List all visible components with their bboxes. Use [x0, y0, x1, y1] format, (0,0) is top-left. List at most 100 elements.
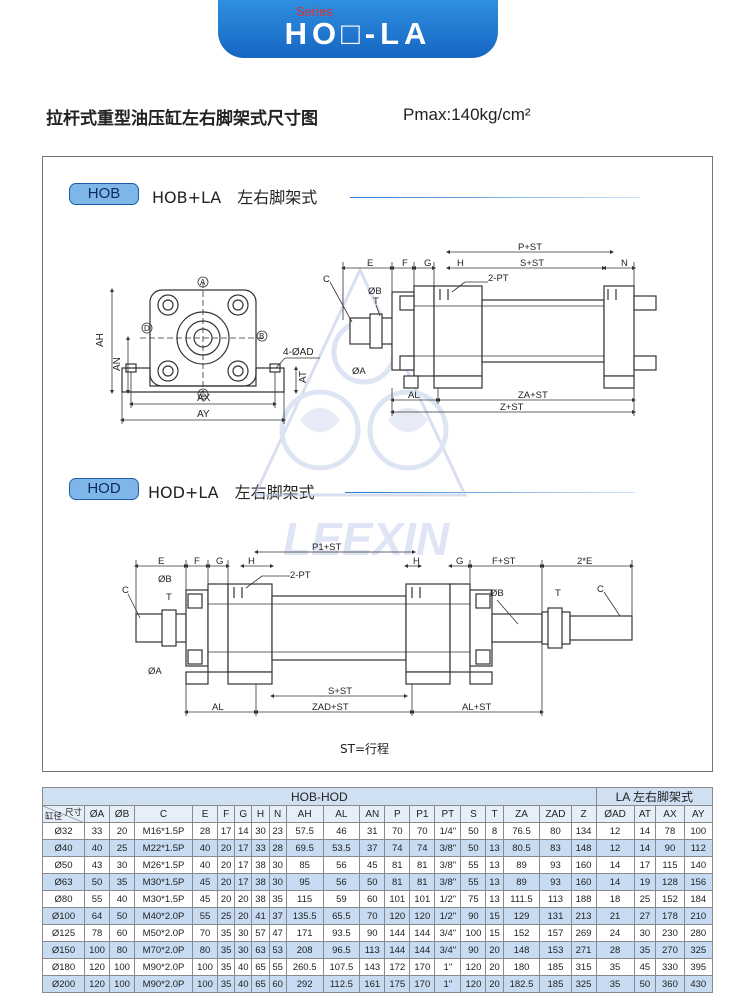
table-cell: 46 [322, 822, 361, 840]
bore-size-cell: Ø180 [42, 958, 85, 976]
column-header: G [234, 805, 253, 823]
table-cell: 38 [251, 856, 270, 874]
svg-text:2-PT: 2-PT [488, 273, 509, 284]
table-cell: 30 [234, 941, 253, 959]
svg-text:B: B [259, 332, 264, 341]
table-cell: 100 [683, 822, 714, 840]
hob-side-dimensions [329, 250, 636, 416]
table-cell: 17 [217, 822, 236, 840]
table-cell: 59 [322, 890, 361, 908]
table-cell: 213 [570, 907, 597, 925]
table-cell: 89 [502, 873, 541, 891]
svg-text:ØA: ØA [352, 366, 366, 377]
hod-section-rule [345, 492, 635, 493]
table-cell: 325 [570, 975, 597, 993]
svg-text:G: G [456, 556, 463, 567]
table-cell: 14 [633, 839, 657, 857]
watermark-text: LEEXIN [283, 513, 450, 565]
table-cell: 171 [285, 924, 324, 942]
table-cell: 40 [234, 975, 253, 993]
bore-size-cell: Ø32 [42, 822, 85, 840]
table-cell: 70 [359, 907, 386, 925]
table-cell: 101 [409, 890, 436, 908]
table-cell: 131 [539, 907, 572, 925]
column-header: E [192, 805, 219, 823]
table-cell: 20 [234, 890, 253, 908]
table-cell: 120 [83, 975, 111, 993]
svg-text:F: F [402, 258, 408, 269]
bore-size-cell: Ø150 [42, 941, 85, 959]
table-cell: 20 [217, 856, 236, 874]
table-cell: 63 [251, 941, 270, 959]
table-cell: 12 [595, 839, 635, 857]
table-cell: 95 [285, 873, 324, 891]
table-cell: 14 [234, 822, 253, 840]
column-header: AT [633, 805, 657, 823]
table-cell: 60 [359, 890, 386, 908]
table-cell: 292 [285, 975, 324, 993]
table-cell: 35 [268, 890, 287, 908]
table-group-header: HOB-HOD LA 左右脚架式 [42, 787, 714, 806]
series-label: Series [296, 4, 333, 19]
table-cell: 76.5 [502, 822, 541, 840]
svg-text:ZA+ST: ZA+ST [518, 390, 548, 401]
table-cell: 28 [268, 839, 287, 857]
table-cell: 80 [539, 822, 572, 840]
table-cell: 81 [384, 873, 411, 891]
diagonal-divider [43, 806, 85, 823]
svg-text:ZAD+ST: ZAD+ST [312, 702, 349, 713]
table-cell: 93.5 [322, 924, 361, 942]
table-cell: 100 [192, 975, 219, 993]
table-cell: 78 [655, 822, 685, 840]
table-cell: 55 [83, 890, 111, 908]
table-cell: 47 [268, 924, 287, 942]
column-header: ØA [83, 805, 111, 823]
table-cell: 111.5 [502, 890, 541, 908]
table-cell: 35 [217, 975, 236, 993]
table-cell: 56 [322, 856, 361, 874]
column-header: P [384, 805, 411, 823]
model-title: HO□-LA [284, 16, 432, 51]
table-cell: 35 [217, 941, 236, 959]
table-cell: 25 [109, 839, 136, 857]
svg-text:P1+ST: P1+ST [312, 542, 342, 553]
table-cell: 13 [485, 839, 504, 857]
bore-size-cell: Ø125 [42, 924, 85, 942]
table-cell: 24 [595, 924, 635, 942]
table-cell: 41 [251, 907, 270, 925]
svg-text:ØB: ØB [368, 286, 382, 297]
table-cell: 1/2" [434, 890, 462, 908]
table-cell: 20 [485, 975, 504, 993]
table-cell: 135.5 [285, 907, 324, 925]
table-cell: 50 [83, 873, 111, 891]
table-cell: M90*2.0P [134, 975, 194, 993]
table-cell: 20 [109, 822, 136, 840]
table-cell: 210 [683, 907, 714, 925]
table-cell: 14 [633, 822, 657, 840]
table-cell: 33 [83, 822, 111, 840]
corner-size-label: 尺寸 [64, 807, 82, 817]
table-cell: 30 [234, 924, 253, 942]
table-cell: 30 [109, 856, 136, 874]
table-cell: 152 [502, 924, 541, 942]
table-cell: 18 [595, 890, 635, 908]
table-cell: 37 [268, 907, 287, 925]
table-cell: 107.5 [322, 958, 361, 976]
column-header: F [217, 805, 236, 823]
table-cell: 93 [539, 873, 572, 891]
table-cell: 81 [409, 856, 436, 874]
table-cell: 15 [485, 924, 504, 942]
table-cell: 60 [268, 975, 287, 993]
table-cell: 69.5 [285, 839, 324, 857]
table-cell: 129 [502, 907, 541, 925]
svg-text:AL+ST: AL+ST [462, 702, 492, 713]
table-cell: 148 [502, 941, 541, 959]
table-cell: 45 [192, 890, 219, 908]
hob-section-label: HOB+LA 左右脚架式 [152, 188, 318, 207]
table-cell: 269 [570, 924, 597, 942]
svg-text:C: C [200, 390, 206, 399]
table-cell: 40 [83, 839, 111, 857]
table-cell: 40 [192, 839, 219, 857]
table-cell: 270 [655, 941, 685, 959]
